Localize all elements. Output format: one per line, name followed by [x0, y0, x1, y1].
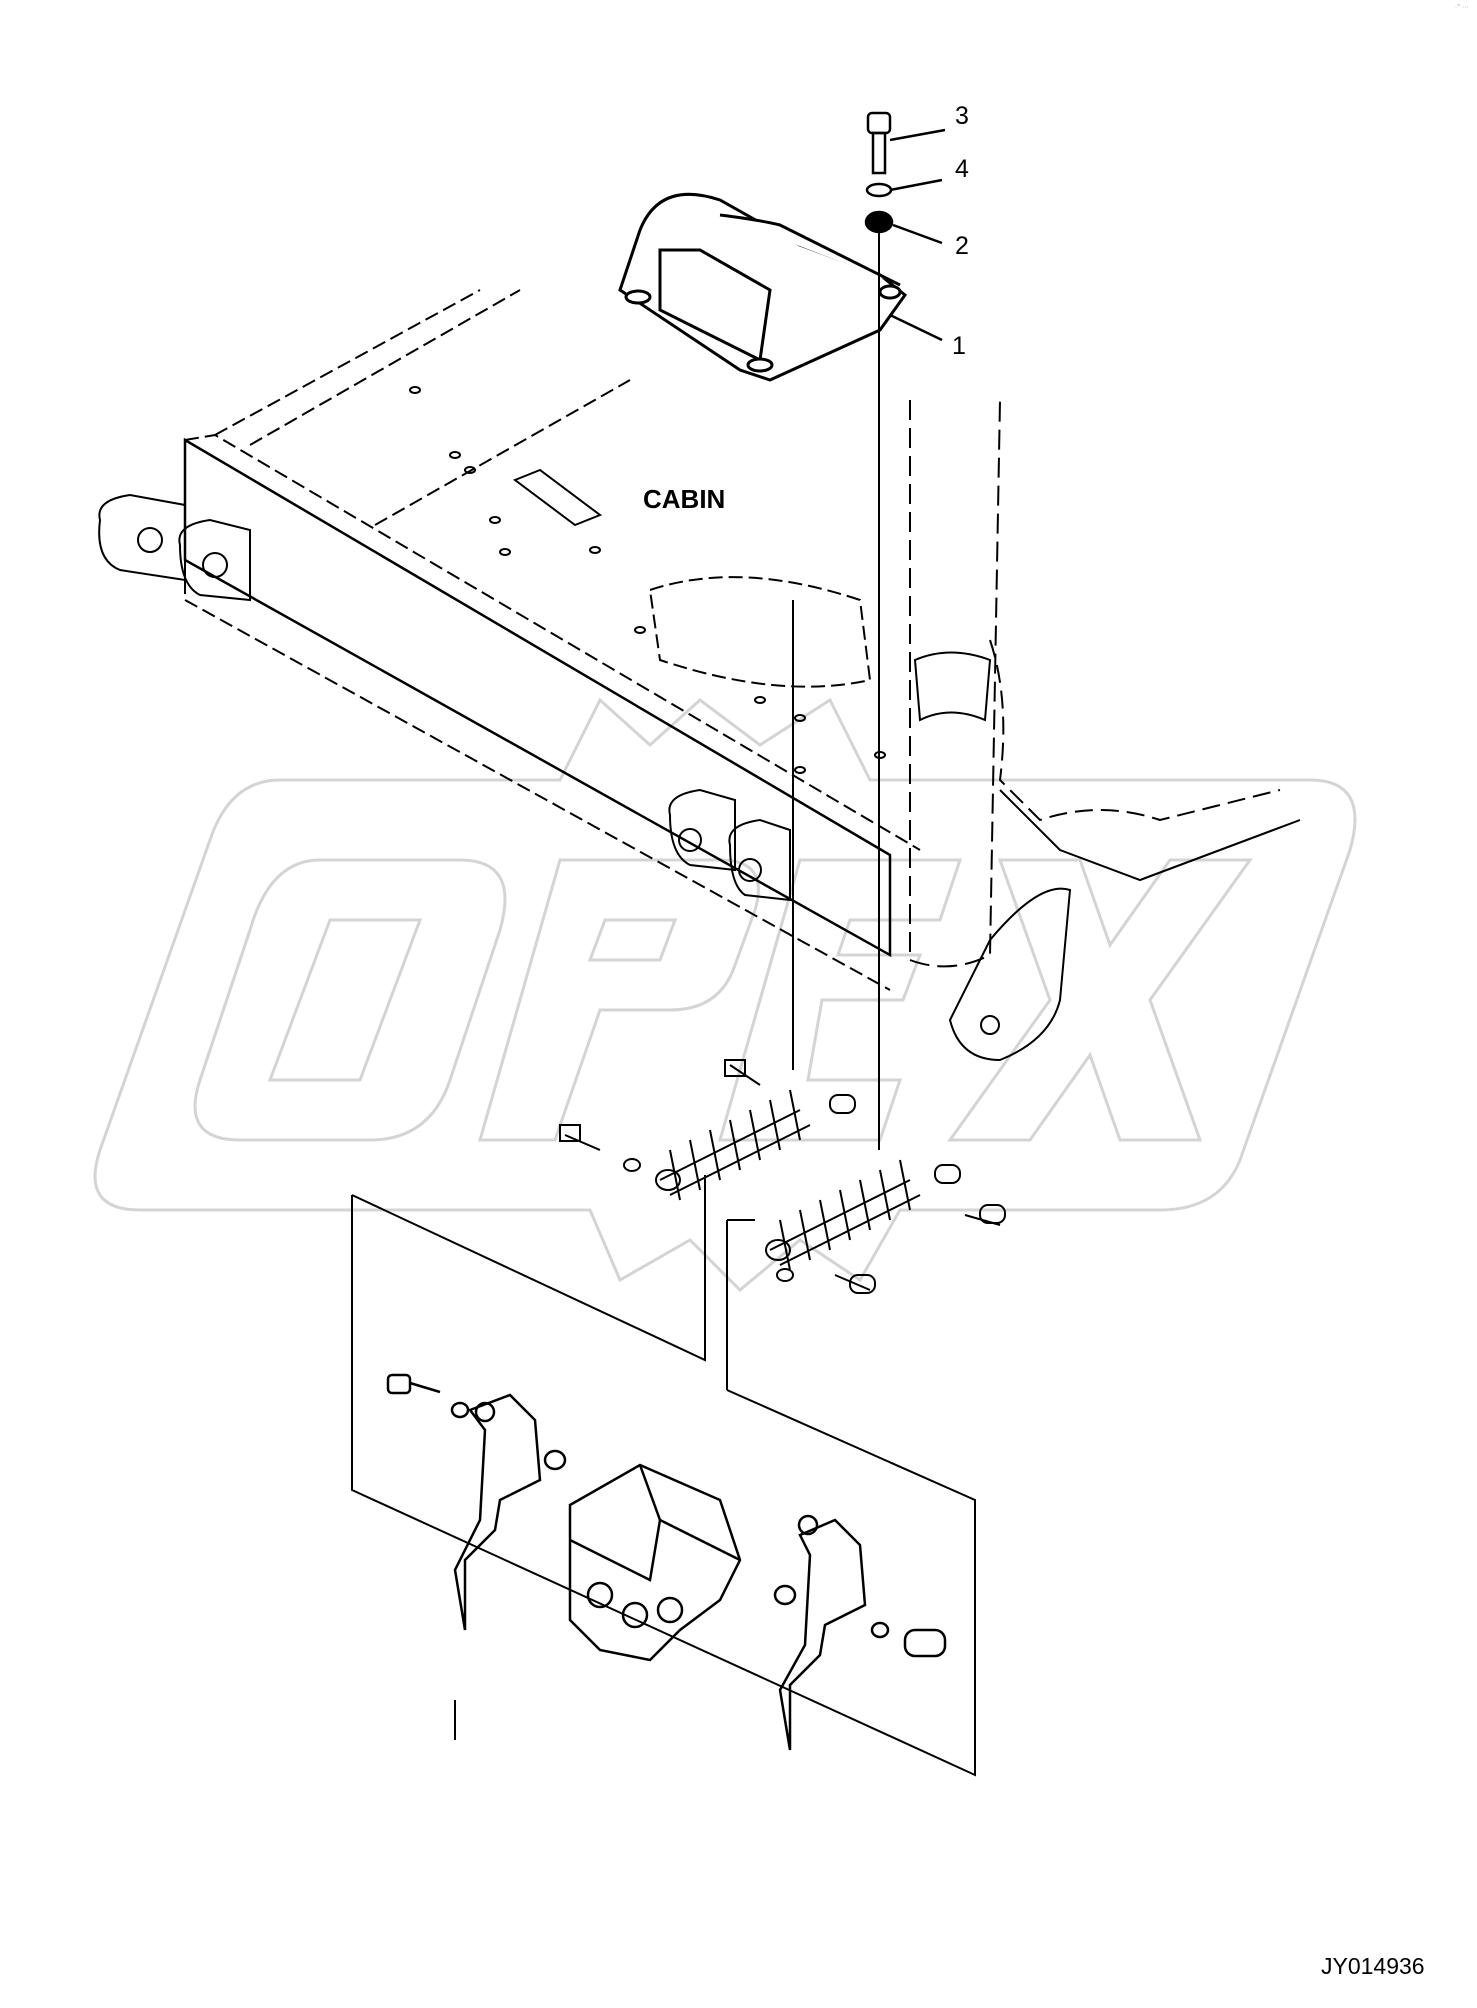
- callout-4: 4: [955, 155, 969, 183]
- cabin-label: CABIN: [643, 484, 726, 514]
- callout-3: 3: [955, 102, 969, 130]
- callout-2: 2: [955, 232, 969, 260]
- callout-1: 1: [952, 332, 966, 360]
- valve-and-brackets: [386, 1373, 947, 1751]
- opex-watermark: [93, 697, 1357, 1293]
- detail-panels: [351, 1175, 976, 1777]
- cabin-frame: [98, 289, 1301, 1062]
- corner-mark: ·° ···: [1454, 4, 1469, 11]
- springs: [559, 1059, 1006, 1294]
- bolt-washer-nut: [792, 111, 946, 1150]
- figure-code: JY014936: [1321, 1953, 1425, 1979]
- frame-holes: [409, 386, 886, 774]
- rubber-mount: [618, 192, 908, 382]
